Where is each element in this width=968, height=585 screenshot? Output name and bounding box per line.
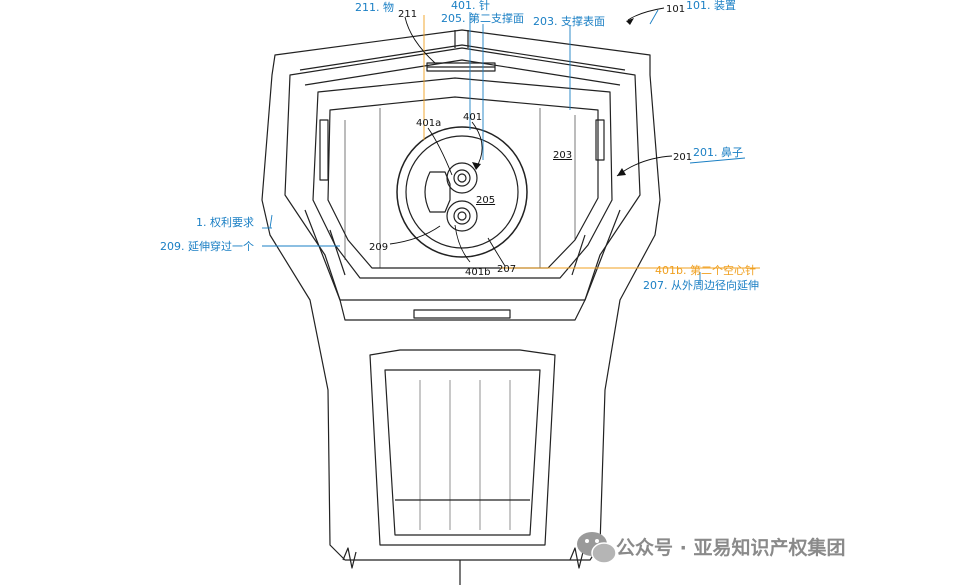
label-401b-second-hollow-needle: 401b. 第二个空心针 xyxy=(655,263,756,277)
ref-207: 207 xyxy=(497,264,516,275)
leader-lines xyxy=(262,7,760,285)
label-205-second-support-surface: 205. 第二支撑面 xyxy=(441,11,524,25)
ref-209: 209 xyxy=(369,242,388,253)
label-1-claim: 1. 权利要求 xyxy=(196,216,254,229)
watermark-text: 公众号 · 亚易知识产权集团 xyxy=(616,536,845,559)
device-outline xyxy=(261,29,661,585)
ref-401a: 401a xyxy=(416,118,441,129)
label-203-support-surface: 203. 支撑表面 xyxy=(533,14,605,28)
ref-101: 101 xyxy=(666,4,685,15)
label-207-radially-extends: 207. 从外周边径向延伸 xyxy=(643,278,759,292)
ref-201: 201 xyxy=(673,152,692,163)
watermark: 公众号 · 亚易知识产权集团 xyxy=(577,532,845,564)
ref-211: 211 xyxy=(398,9,417,20)
label-101-device: 101. 装置 xyxy=(686,0,736,12)
label-201-nose: 201. 鼻子 xyxy=(693,145,743,159)
label-211-object: 211. 物 xyxy=(355,0,394,14)
label-209-extends-through: 209. 延伸穿过一个 xyxy=(160,239,254,253)
ref-205: 205 xyxy=(476,195,495,206)
label-401-needle: 401. 针 xyxy=(451,0,490,12)
wechat-icon xyxy=(577,532,617,564)
ref-401: 401 xyxy=(463,112,482,123)
ref-401b: 401b xyxy=(465,267,490,278)
ref-203: 203 xyxy=(553,150,572,161)
arrowheads xyxy=(472,18,634,176)
